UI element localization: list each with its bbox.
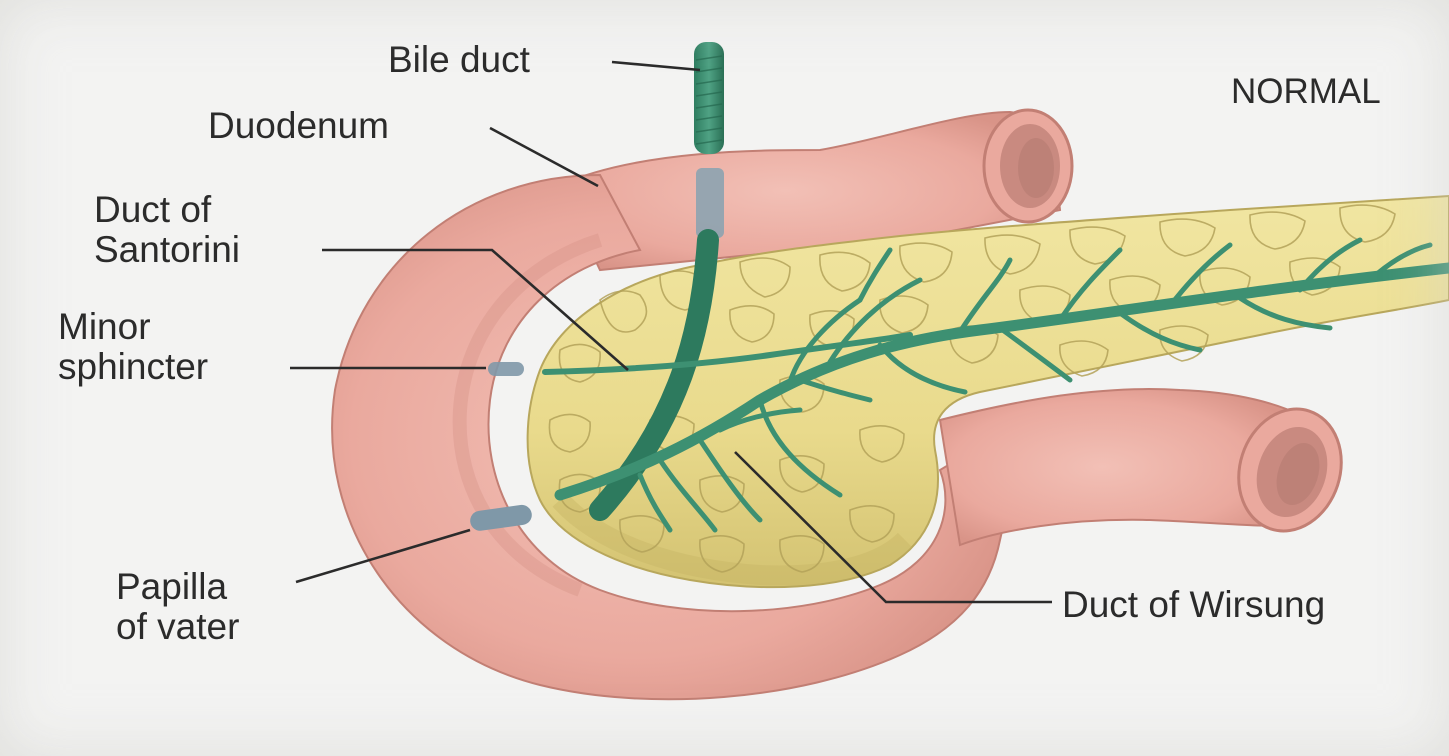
normal-heading: NORMAL bbox=[1231, 72, 1381, 112]
leader-duodenum bbox=[490, 128, 598, 186]
bile-duct bbox=[694, 42, 724, 238]
duct-of-wirsung-label: Duct of Wirsung bbox=[1062, 585, 1325, 625]
minor-sphincter-label: Minor sphincter bbox=[58, 307, 208, 387]
duct-of-santorini-label-line2: Santorini bbox=[94, 230, 240, 270]
minor-sphincter-label-line2: sphincter bbox=[58, 347, 208, 387]
minor-sphincter bbox=[488, 362, 524, 376]
duct-of-santorini-label: Duct of Santorini bbox=[94, 190, 240, 270]
bile-duct-label: Bile duct bbox=[388, 40, 530, 80]
duct-of-santorini-label-line1: Duct of bbox=[94, 190, 240, 230]
duodenum-upper-opening bbox=[984, 110, 1072, 222]
papilla-label-line2: of vater bbox=[116, 607, 239, 647]
papilla-of-vater-label: Papilla of vater bbox=[116, 567, 239, 647]
minor-sphincter-label-line1: Minor bbox=[58, 307, 208, 347]
duodenum-label: Duodenum bbox=[208, 106, 389, 146]
papilla-label-line1: Papilla bbox=[116, 567, 239, 607]
leader-bile-duct bbox=[612, 62, 700, 70]
